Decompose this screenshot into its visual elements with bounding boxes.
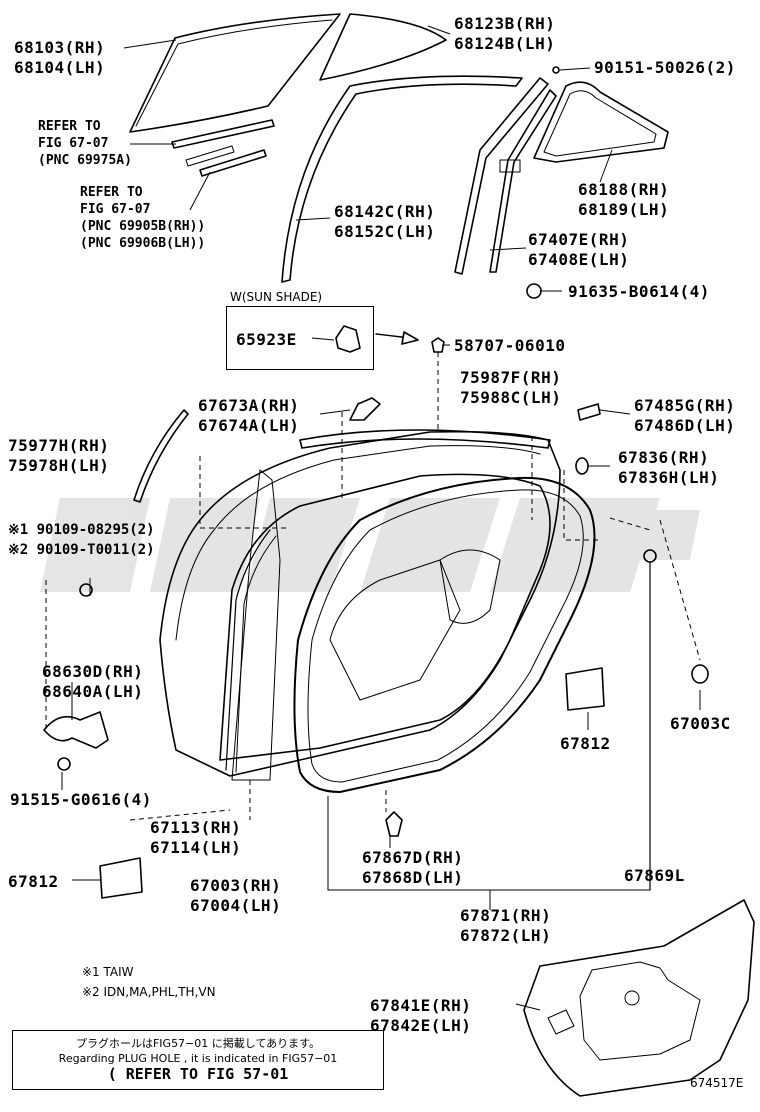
pad-67485G [577, 403, 601, 421]
plug-note-reference: ( REFER TO FIG 57-01 [107, 1065, 289, 1083]
label-68188: 68188(RH)68189(LH) [578, 180, 670, 219]
door-check-68630D [43, 711, 109, 749]
clip-67867D [385, 811, 403, 837]
service-hole-cover-67841E [523, 899, 755, 1097]
screw-91635 [526, 283, 542, 299]
label-67836: 67836(RH)67836H(LH) [618, 448, 720, 487]
label-67812-upper: 67812 [560, 734, 611, 753]
region-footnote: ※1 TAIW※2 IDN,MA,PHL,TH,VN [82, 965, 216, 999]
rear-door-panel [159, 430, 561, 777]
label-90109: ※1 90109-08295(2)※2 90109-T0011(2) [8, 522, 155, 558]
pad-67812-b [99, 857, 143, 899]
division-bar-67407E [454, 77, 549, 275]
grommet-67836 [575, 457, 589, 475]
label-67869L: 67869L [624, 866, 685, 885]
garnish-67673A [349, 397, 381, 421]
label-75987F: 75987F(RH)75988C(LH) [460, 368, 562, 407]
label-67003C: 67003C [670, 714, 731, 733]
run-channel-68142C [281, 75, 523, 283]
weatherstrip-67871 [293, 476, 596, 793]
clip-58707 [431, 337, 445, 353]
label-67812-lower: 67812 [8, 872, 59, 891]
belt-molding-69905B [199, 149, 267, 177]
label-58707: 58707-06010 [454, 336, 566, 355]
label-91515: 91515-G0616(4) [10, 790, 152, 809]
label-68103: 68103(RH)68104(LH) [14, 38, 106, 77]
plug-note-english: Regarding PLUG HOLE , it is indicated in… [58, 1052, 338, 1065]
belt-molding-69975A [171, 119, 275, 149]
label-90151: 90151-50026(2) [594, 58, 736, 77]
screw-90109 [79, 583, 93, 597]
figure-id: 674517E [690, 1076, 744, 1090]
sunshade-hook-65923E [335, 325, 361, 353]
cap-67003C [691, 664, 709, 684]
label-68142C: 68142C(RH)68152C(LH) [334, 202, 436, 241]
plug-note-japanese: プラグホールはFIG57−01 に掲載してあります。 [75, 1037, 321, 1050]
screw-90151 [552, 66, 560, 74]
label-67003: 67003(RH)67004(LH) [190, 876, 282, 915]
sunshade-option-box [226, 306, 374, 370]
label-67485G: 67485G(RH)67486D(LH) [634, 396, 736, 435]
bolt-91515 [57, 757, 71, 771]
label-68630D: 68630D(RH)68640A(LH) [42, 662, 144, 701]
watermark-logo [40, 498, 700, 592]
label-65923E: 65923E [236, 330, 297, 349]
label-75977H: 75977H(RH)75978H(LH) [8, 436, 110, 475]
label-67113: 67113(RH)67114(LH) [150, 818, 242, 857]
opening-trim-67867D [231, 469, 281, 781]
quarter-glass-68188 [533, 81, 669, 163]
door-glass-68123B [319, 13, 447, 81]
label-67407E: 67407E(RH)67408E(LH) [528, 230, 630, 269]
label-91635: 91635-B0614(4) [568, 282, 710, 301]
pillar-molding-75977H [133, 409, 189, 503]
label-67867D: 67867D(RH)67868D(LH) [362, 848, 464, 887]
door-inner-panel [219, 473, 551, 761]
label-68123B: 68123B(RH)68124B(LH) [454, 14, 556, 53]
label-67673A: 67673A(RH)67674A(LH) [198, 396, 300, 435]
label-67871: 67871(RH)67872(LH) [460, 906, 552, 945]
plug-hole-note-box: プラグホールはFIG57−01 に掲載してあります。 Regarding PLU… [12, 1030, 384, 1090]
frame-molding-75987F [299, 429, 551, 449]
pad-67812-a [565, 667, 605, 711]
door-glass-68103 [129, 13, 341, 133]
sunshade-box-title: W(SUN SHADE) [230, 290, 323, 304]
label-67841E: 67841E(RH)67842E(LH) [370, 996, 472, 1035]
